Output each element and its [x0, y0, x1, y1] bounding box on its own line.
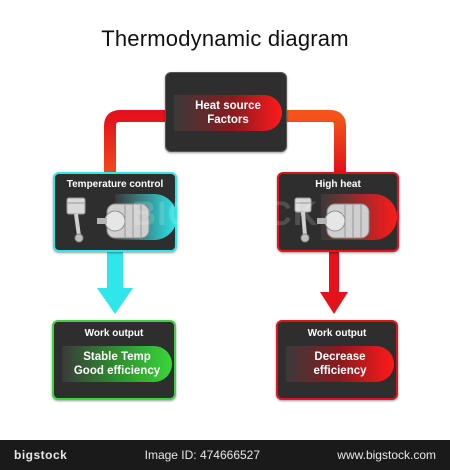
arrow-to-temperature-control	[104, 110, 166, 172]
work-output-good-pill: Stable Temp Good efficiency	[62, 346, 172, 382]
work-output-good-label: Work output	[84, 328, 144, 339]
heat-source-line2: Factors	[207, 114, 249, 126]
temperature-control-label: Temperature control	[66, 179, 164, 190]
diagram-title: Thermodynamic diagram	[101, 26, 349, 51]
work-output-bad-line1: Decrease	[314, 351, 366, 363]
work-output-bad-line2: efficiency	[313, 365, 367, 377]
work-output-good-line1: Stable Temp	[83, 351, 151, 363]
piston-engine-icon	[294, 197, 370, 243]
high-heat-node: High heat	[277, 172, 399, 252]
work-output-bad-node: Work output Decrease efficiency	[276, 320, 398, 400]
footer-bar: bigstock Image ID: 474666527 www.bigstoc…	[0, 440, 450, 470]
heat-source-pill: Heat source Factors	[174, 95, 282, 131]
arrow-hot-down	[320, 252, 348, 314]
work-output-good-node: Work output Stable Temp Good efficiency	[52, 320, 176, 400]
work-output-bad-label: Work output	[307, 328, 367, 339]
high-heat-label: High heat	[315, 179, 361, 190]
arrow-to-high-heat	[286, 110, 346, 172]
work-output-good-line2: Good efficiency	[73, 365, 161, 377]
heat-source-line1: Heat source	[195, 100, 261, 112]
arrow-cool-down	[97, 252, 133, 314]
heat-source-node: Heat source Factors	[165, 72, 287, 152]
footer-site: www.bigstock.com	[337, 448, 436, 462]
work-output-bad-pill: Decrease efficiency	[286, 346, 394, 382]
footer-logo: bigstock	[14, 448, 68, 462]
footer-image-id: Image ID: 474666527	[144, 448, 261, 462]
piston-engine-icon	[66, 197, 150, 243]
temperature-control-node: Temperature control	[53, 172, 177, 252]
